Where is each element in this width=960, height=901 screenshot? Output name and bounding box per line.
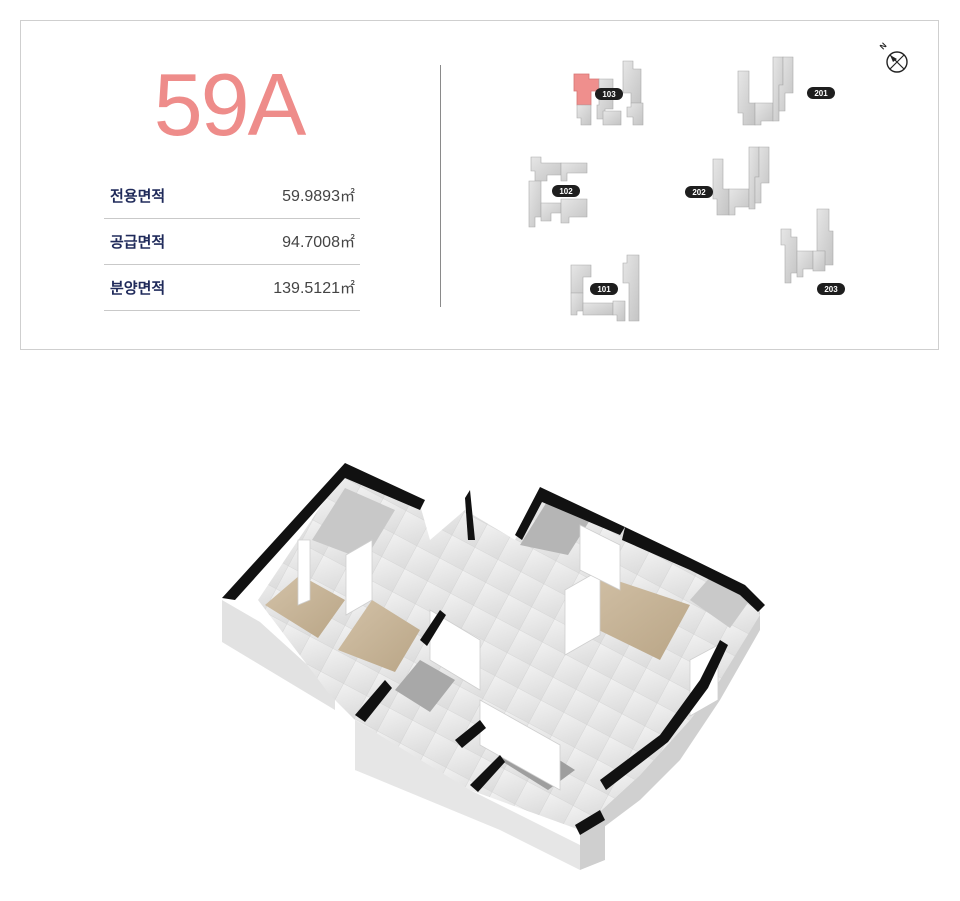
building-label: 203 <box>824 285 838 294</box>
area-unit: ㎡ <box>339 188 355 205</box>
building-103[interactable]: 103 <box>573 60 644 126</box>
building-label: 103 <box>602 90 616 99</box>
area-unit: ㎡ <box>339 280 355 297</box>
area-label: 전용면적 <box>110 187 166 205</box>
building-101[interactable]: 101 <box>570 254 640 322</box>
area-value-group: 59.9893㎡ <box>282 185 355 206</box>
area-value-group: 94.7008㎡ <box>282 231 355 252</box>
building-203[interactable]: 203 <box>780 208 845 295</box>
site-map: 103 201 102 202 <box>528 41 908 322</box>
panel-divider <box>440 65 441 307</box>
area-label: 공급면적 <box>110 233 166 251</box>
building-label: 101 <box>597 285 611 294</box>
unit-info-panel: 59A 전용면적 59.9893㎡ 공급면적 94.7008㎡ 분양면적 139… <box>20 20 939 350</box>
area-unit: ㎡ <box>339 234 355 251</box>
area-value: 139.5121 <box>273 280 340 297</box>
area-row-exclusive: 전용면적 59.9893㎡ <box>104 173 360 219</box>
area-value: 94.7008 <box>282 234 340 251</box>
building-201[interactable]: 201 <box>737 56 835 126</box>
building-label: 201 <box>814 89 828 98</box>
area-row-supply: 공급면적 94.7008㎡ <box>104 219 360 265</box>
building-202[interactable]: 202 <box>685 146 770 216</box>
compass-label: N <box>878 41 889 52</box>
area-value: 59.9893 <box>282 188 340 205</box>
area-label: 분양면적 <box>110 279 166 297</box>
unit-type-title: 59A <box>153 55 307 154</box>
area-table: 전용면적 59.9893㎡ 공급면적 94.7008㎡ 분양면적 139.512… <box>104 173 360 311</box>
building-102[interactable]: 102 <box>528 156 588 228</box>
building-label: 102 <box>559 187 573 196</box>
north-arrow-icon: N <box>878 41 908 73</box>
area-value-group: 139.5121㎡ <box>273 277 355 298</box>
area-row-sale: 분양면적 139.5121㎡ <box>104 265 360 311</box>
building-label: 202 <box>692 188 706 197</box>
isometric-floor-plan <box>222 463 765 870</box>
